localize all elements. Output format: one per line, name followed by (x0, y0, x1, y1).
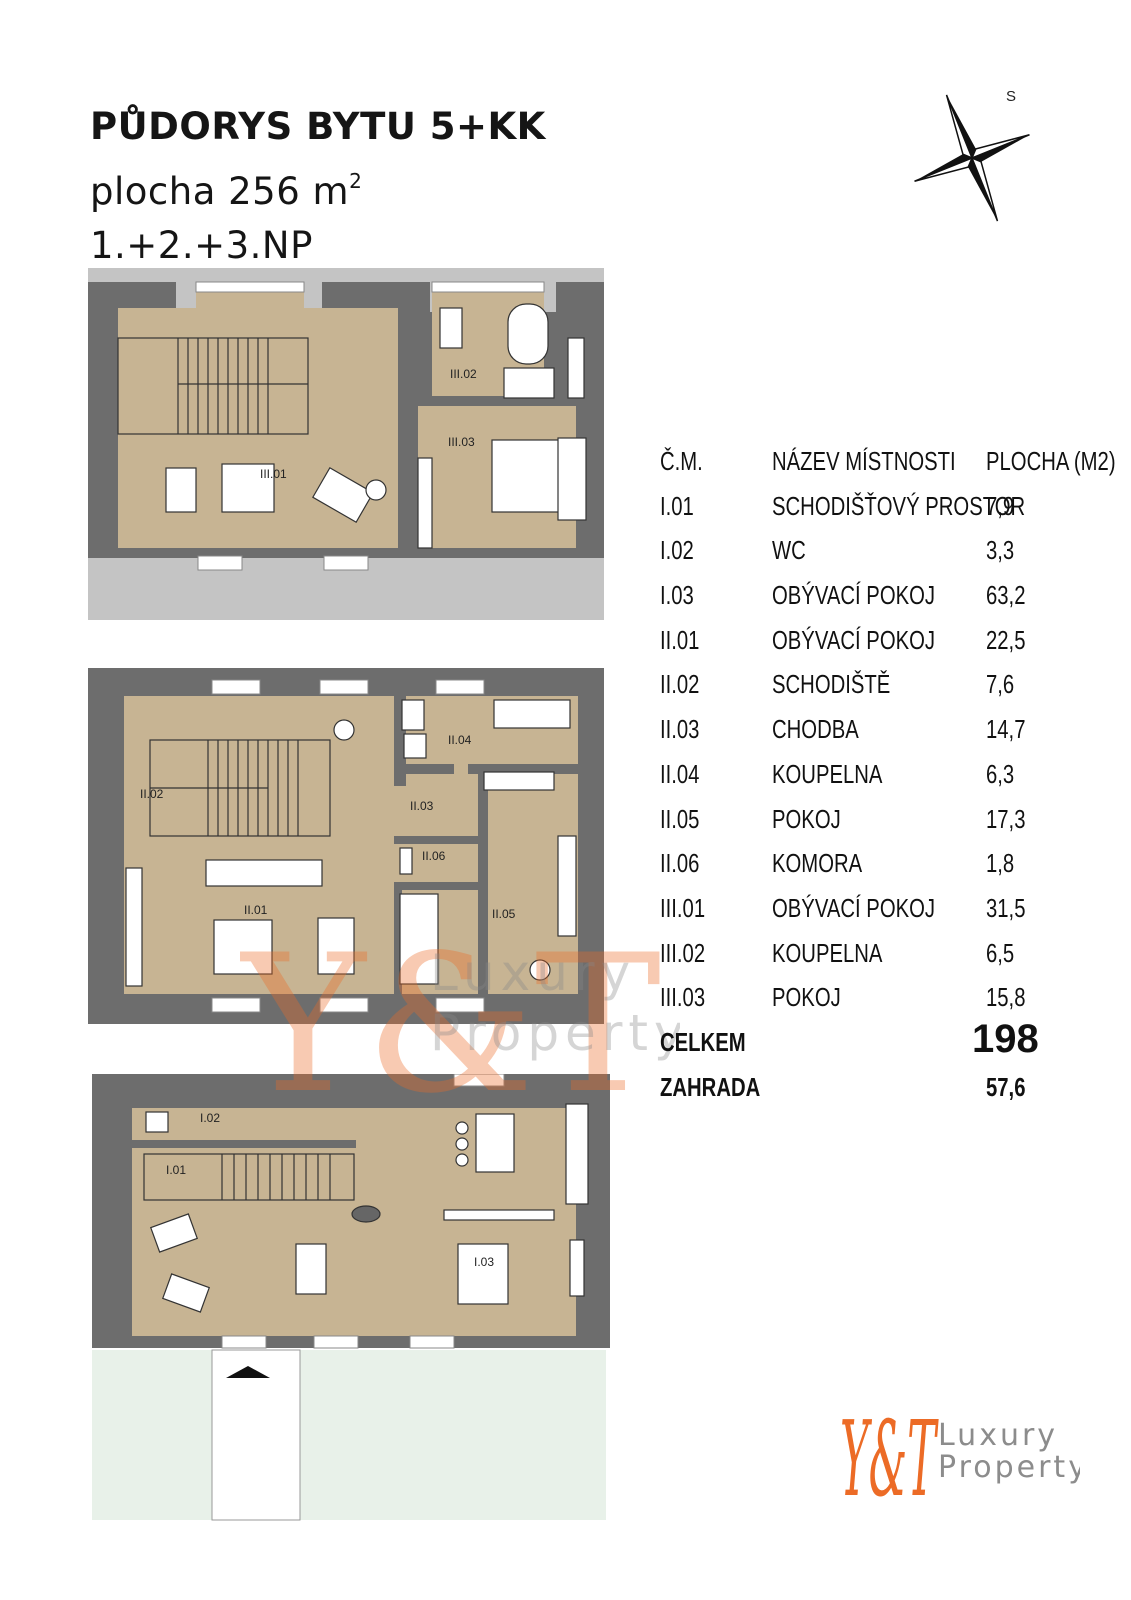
room-label-i03: I.03 (474, 1255, 494, 1269)
room-area: 63,2 (986, 580, 1026, 611)
room-id: I.02 (660, 535, 694, 566)
room-area: 15,8 (986, 982, 1026, 1013)
room-area: 6,3 (986, 758, 1015, 789)
brand-line2: Property (938, 1450, 1080, 1485)
room-id: II.02 (660, 669, 700, 700)
room-name: SCHODIŠTĚ (772, 669, 891, 700)
room-id: III.03 (660, 982, 706, 1013)
plan-header: PŮDORYS BYTU 5+KK plocha 256 m2 1.+2.+3.… (90, 100, 546, 273)
floor-plan-2np: II.01 II.02 II.03 II.04 II.05 II.06 (88, 668, 604, 1024)
room-name: OBÝVACÍ POKOJ (772, 892, 936, 923)
brand-mark: Y&T (840, 1398, 939, 1515)
floor-plan-3np: III.01 III.02 III.03 (88, 268, 604, 620)
room-id: I.01 (660, 490, 694, 521)
room-id: III.01 (660, 892, 706, 923)
room-area: 1,8 (986, 848, 1015, 879)
room-label-ii05: II.05 (492, 907, 516, 921)
col-header-id: Č.M. (660, 446, 703, 476)
room-area: 7,6 (986, 669, 1015, 700)
room-label-ii06: II.06 (422, 849, 446, 863)
brand-logo: Y&T Luxury Property (840, 1398, 1080, 1515)
garden-label: ZAHRADA (660, 1071, 761, 1102)
room-label-iii02: III.02 (450, 367, 477, 381)
plan-title: PŮDORYS BYTU 5+KK (90, 105, 546, 148)
room-id: I.03 (660, 580, 694, 611)
col-header-area: PLOCHA (M2) (986, 446, 1116, 476)
compass-label: S (1006, 88, 1017, 105)
room-area: 22,5 (986, 624, 1026, 655)
room-name: CHODBA (772, 714, 859, 745)
room-id: II.05 (660, 803, 700, 834)
room-id: II.06 (660, 848, 700, 879)
plan-area: plocha 256 m2 (90, 154, 546, 219)
entrance-arrow-icon (226, 1366, 270, 1378)
compass-rose-icon (914, 94, 1030, 222)
garden-value: 57,6 (986, 1071, 1026, 1102)
room-name: OBÝVACÍ POKOJ (772, 580, 936, 611)
floor-plan-2np-drawing: II.01 II.02 II.03 II.04 II.05 II.06 (88, 668, 604, 1024)
room-name: POKOJ (772, 803, 841, 834)
room-name: KOUPELNA (772, 937, 883, 968)
plan-area-text: plocha 256 m (90, 170, 350, 213)
floor-plan-3np-drawing: III.01 III.02 III.03 (88, 268, 604, 620)
room-id: II.01 (660, 624, 700, 655)
room-name: OBÝVACÍ POKOJ (772, 624, 936, 655)
brand-line1: Luxury (938, 1418, 1058, 1453)
col-header-name: NÁZEV MÍSTNOSTI (772, 446, 956, 476)
room-label-ii03: II.03 (410, 799, 434, 813)
room-id: II.03 (660, 714, 700, 745)
room-name: POKOJ (772, 982, 841, 1013)
room-id: III.02 (660, 937, 706, 968)
room-area: 3,3 (986, 535, 1015, 566)
room-label-i01: I.01 (166, 1163, 186, 1177)
room-label-i02: I.02 (200, 1111, 220, 1125)
room-name: KOMORA (772, 848, 863, 879)
room-label-iii03: III.03 (448, 435, 475, 449)
room-area: 7,9 (986, 490, 1015, 521)
plan-area-sup: 2 (349, 169, 363, 193)
room-area: 6,5 (986, 937, 1015, 968)
total-label: CELKEM (660, 1026, 746, 1057)
room-name: WC (772, 535, 806, 566)
room-name: KOUPELNA (772, 758, 883, 789)
room-name: SCHODIŠŤOVÝ PROSTOR (772, 490, 1026, 521)
plan-floors: 1.+2.+3.NP (90, 224, 313, 267)
room-area: 31,5 (986, 892, 1026, 923)
room-area: 17,3 (986, 803, 1026, 834)
room-id: II.04 (660, 758, 700, 789)
floor-plan-1np: I.01 I.02 I.03 (92, 1074, 612, 1522)
room-label-ii04: II.04 (448, 733, 472, 747)
room-label-ii02: II.02 (140, 787, 164, 801)
total-value: 198 (972, 1016, 1039, 1061)
room-label-iii01: III.01 (260, 467, 287, 481)
floor-plan-1np-drawing: I.01 I.02 I.03 (92, 1074, 612, 1522)
room-label-ii01: II.01 (244, 903, 268, 917)
room-area: 14,7 (986, 714, 1026, 745)
